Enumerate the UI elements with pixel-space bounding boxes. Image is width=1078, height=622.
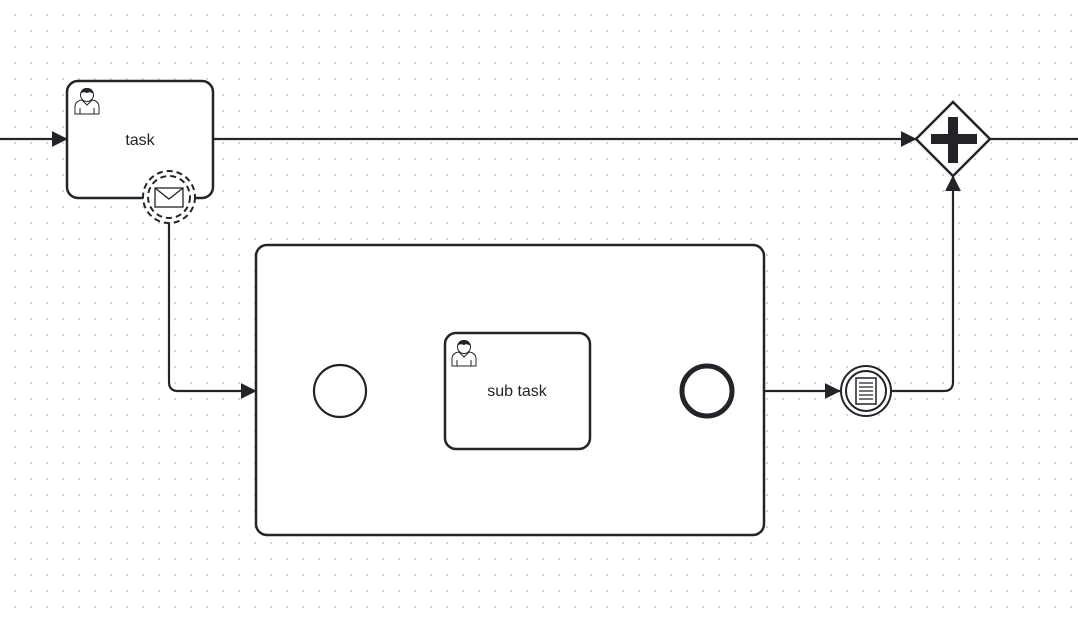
sub-task[interactable]: sub task: [443, 331, 592, 451]
flow-boundary-to-subprocess[interactable]: [167, 223, 257, 399]
flow-intermediate-to-gateway[interactable]: [891, 175, 961, 393]
task-label: task: [125, 132, 155, 149]
start-event[interactable]: [312, 363, 368, 419]
parallel-gateway[interactable]: [914, 100, 992, 178]
subprocess[interactable]: sub task: [254, 243, 766, 537]
task-shape[interactable]: [65, 79, 215, 200]
sub-task-label: sub task: [487, 383, 548, 400]
task[interactable]: task: [65, 79, 215, 200]
plus-icon: [931, 117, 977, 163]
end-event[interactable]: [679, 363, 735, 419]
intermediate-conditional-event[interactable]: [840, 365, 892, 417]
user-icon: [74, 88, 100, 115]
boundary-message-event[interactable]: [142, 170, 196, 224]
user-icon: [451, 340, 477, 367]
sub-task-shape[interactable]: [443, 331, 592, 451]
document-icon: [855, 377, 877, 405]
envelope-icon: [154, 187, 184, 208]
